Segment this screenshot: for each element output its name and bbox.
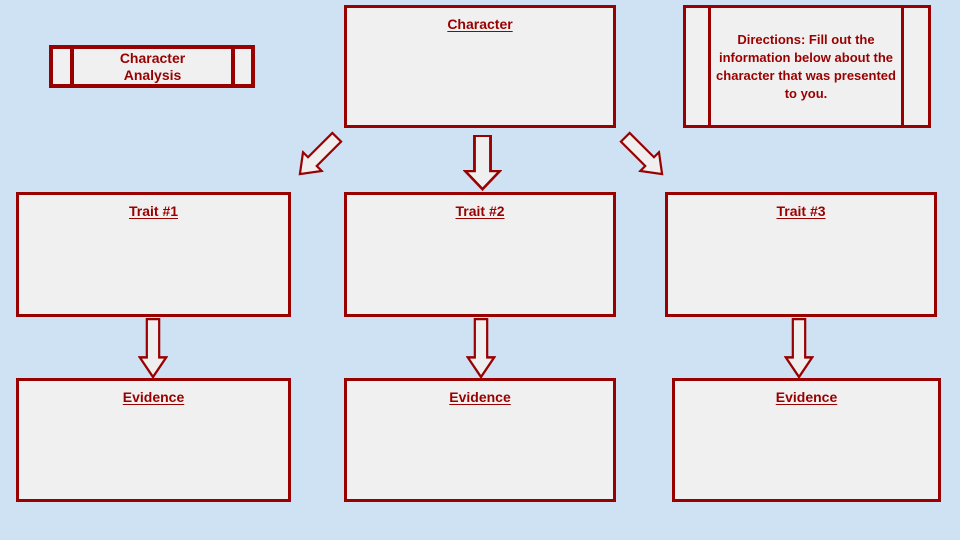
directions-box-left-cell (686, 8, 711, 125)
title-box-left-cell (53, 49, 74, 84)
character-box[interactable]: Character (344, 5, 616, 128)
title-box-center-cell: Character Analysis (74, 49, 231, 84)
trait-1-box[interactable]: Trait #1 (16, 192, 291, 317)
trait-3-box[interactable]: Trait #3 (665, 192, 937, 317)
down-right-arrow-icon (614, 126, 674, 186)
page-title: Character Analysis (119, 49, 186, 83)
directions-box-right-cell (901, 8, 928, 125)
down-arrow-icon (463, 135, 502, 191)
evidence-2-box[interactable]: Evidence (344, 378, 616, 502)
directions-text: Directions: Fill out the information bel… (716, 31, 896, 101)
character-heading: Character (447, 16, 513, 32)
evidence-2-heading: Evidence (449, 389, 511, 405)
directions-box-center-cell: Directions: Fill out the information bel… (711, 8, 901, 125)
trait-2-box[interactable]: Trait #2 (344, 192, 616, 317)
trait-1-heading: Trait #1 (128, 203, 179, 219)
down-left-arrow-icon (288, 126, 348, 186)
down-arrow-icon (466, 318, 496, 379)
evidence-1-heading: Evidence (122, 389, 185, 405)
down-arrow-icon (138, 318, 168, 379)
evidence-3-box[interactable]: Evidence (672, 378, 941, 502)
trait-3-heading: Trait #3 (776, 203, 826, 219)
title-box: Character Analysis (49, 45, 255, 88)
directions-box: Directions: Fill out the information bel… (683, 5, 931, 128)
title-box-right-cell (231, 49, 251, 84)
evidence-3-heading: Evidence (775, 389, 838, 405)
trait-2-heading: Trait #2 (455, 203, 505, 219)
down-arrow-icon (784, 318, 814, 379)
evidence-1-box[interactable]: Evidence (16, 378, 291, 502)
